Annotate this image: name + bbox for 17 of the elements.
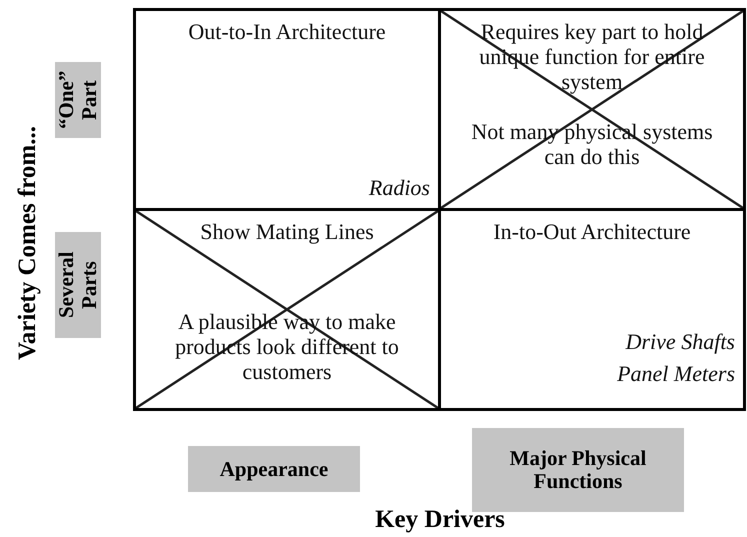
header-text: “One” Part <box>55 70 101 132</box>
column-header <box>188 446 360 492</box>
axis-title: Key Drivers <box>375 506 505 534</box>
matrix-cell <box>133 8 441 211</box>
example-text: Panel Meters <box>617 361 735 386</box>
cell-text: In-to-Out Architecture <box>492 219 692 244</box>
example-text: Radios <box>368 175 430 200</box>
header-text: Several Parts <box>55 250 101 320</box>
row-header <box>55 62 101 138</box>
header-text: Major Physical Functions <box>508 447 648 493</box>
matrix-cell <box>438 208 746 411</box>
cell-text: Show Mating Lines <box>199 219 375 244</box>
example-text: Drive Shafts <box>626 329 735 354</box>
cell-text: Out-to-In Architecture <box>187 19 387 44</box>
axis-title: Variety Comes from... <box>14 126 42 360</box>
header-text: Appearance <box>220 458 328 480</box>
row-header <box>55 232 101 338</box>
